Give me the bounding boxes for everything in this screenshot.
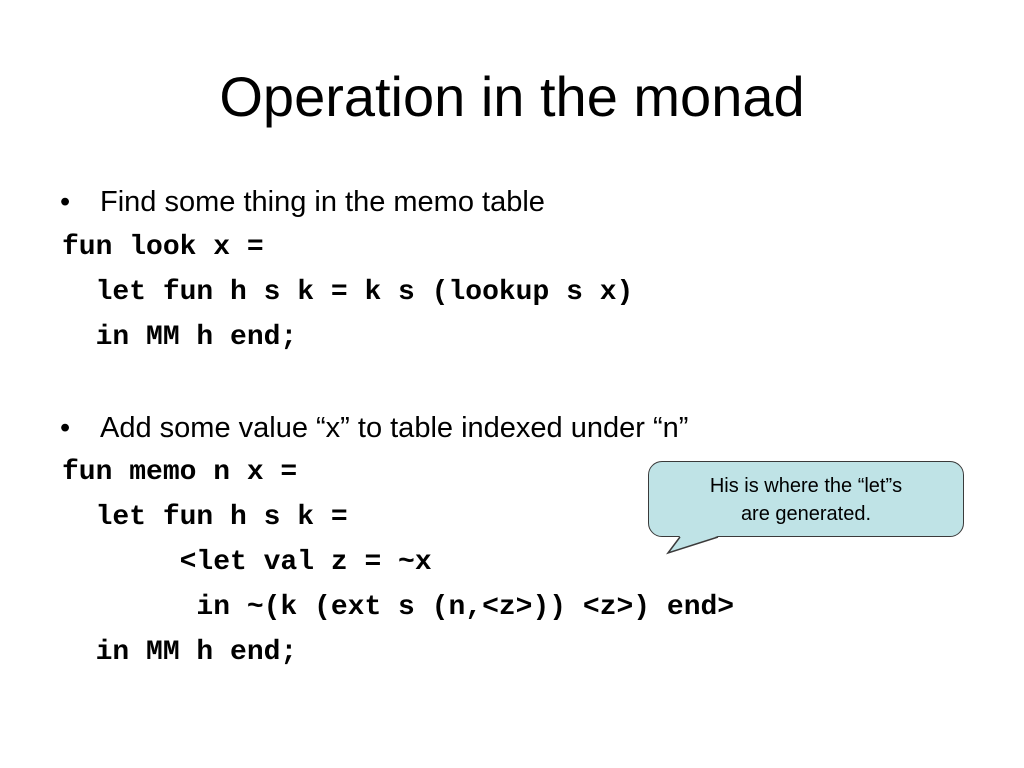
bullet-find: • Find some thing in the memo table	[60, 184, 545, 220]
bullet-dot: •	[60, 186, 71, 218]
code-line: in MM h end;	[62, 322, 298, 353]
callout-line: are generated.	[740, 503, 872, 525]
code-block-memo: fun memo n x = let fun h s k = <let val …	[62, 450, 734, 675]
bullet-add-text: Add some value “x” to table indexed unde…	[100, 412, 689, 444]
code-line: fun look x =	[62, 232, 264, 263]
slide-title: Operation in the monad	[219, 65, 805, 128]
bullet-add: • Add some value “x” to table indexed und…	[60, 410, 688, 446]
code-block-look: fun look x = let fun h s k = k s (lookup…	[62, 225, 633, 360]
bullet-find-text: Find some thing in the memo table	[100, 186, 545, 218]
code-line: let fun h s k =	[62, 502, 348, 533]
callout-box	[648, 461, 964, 537]
callout-line: His is where the “let”s	[709, 475, 903, 497]
callout-text: His is where the “let”s are generated.	[648, 472, 964, 528]
code-line: in ~(k (ext s (n,<z>)) <z>) end>	[62, 592, 735, 623]
code-line: in MM h end;	[62, 637, 298, 668]
callout-pointer	[665, 536, 719, 555]
code-line: let fun h s k = k s (lookup s x)	[62, 277, 634, 308]
bullet-dot: •	[60, 412, 71, 444]
code-line: fun memo n x =	[62, 457, 298, 488]
code-line: <let val z = ~x	[62, 547, 432, 578]
